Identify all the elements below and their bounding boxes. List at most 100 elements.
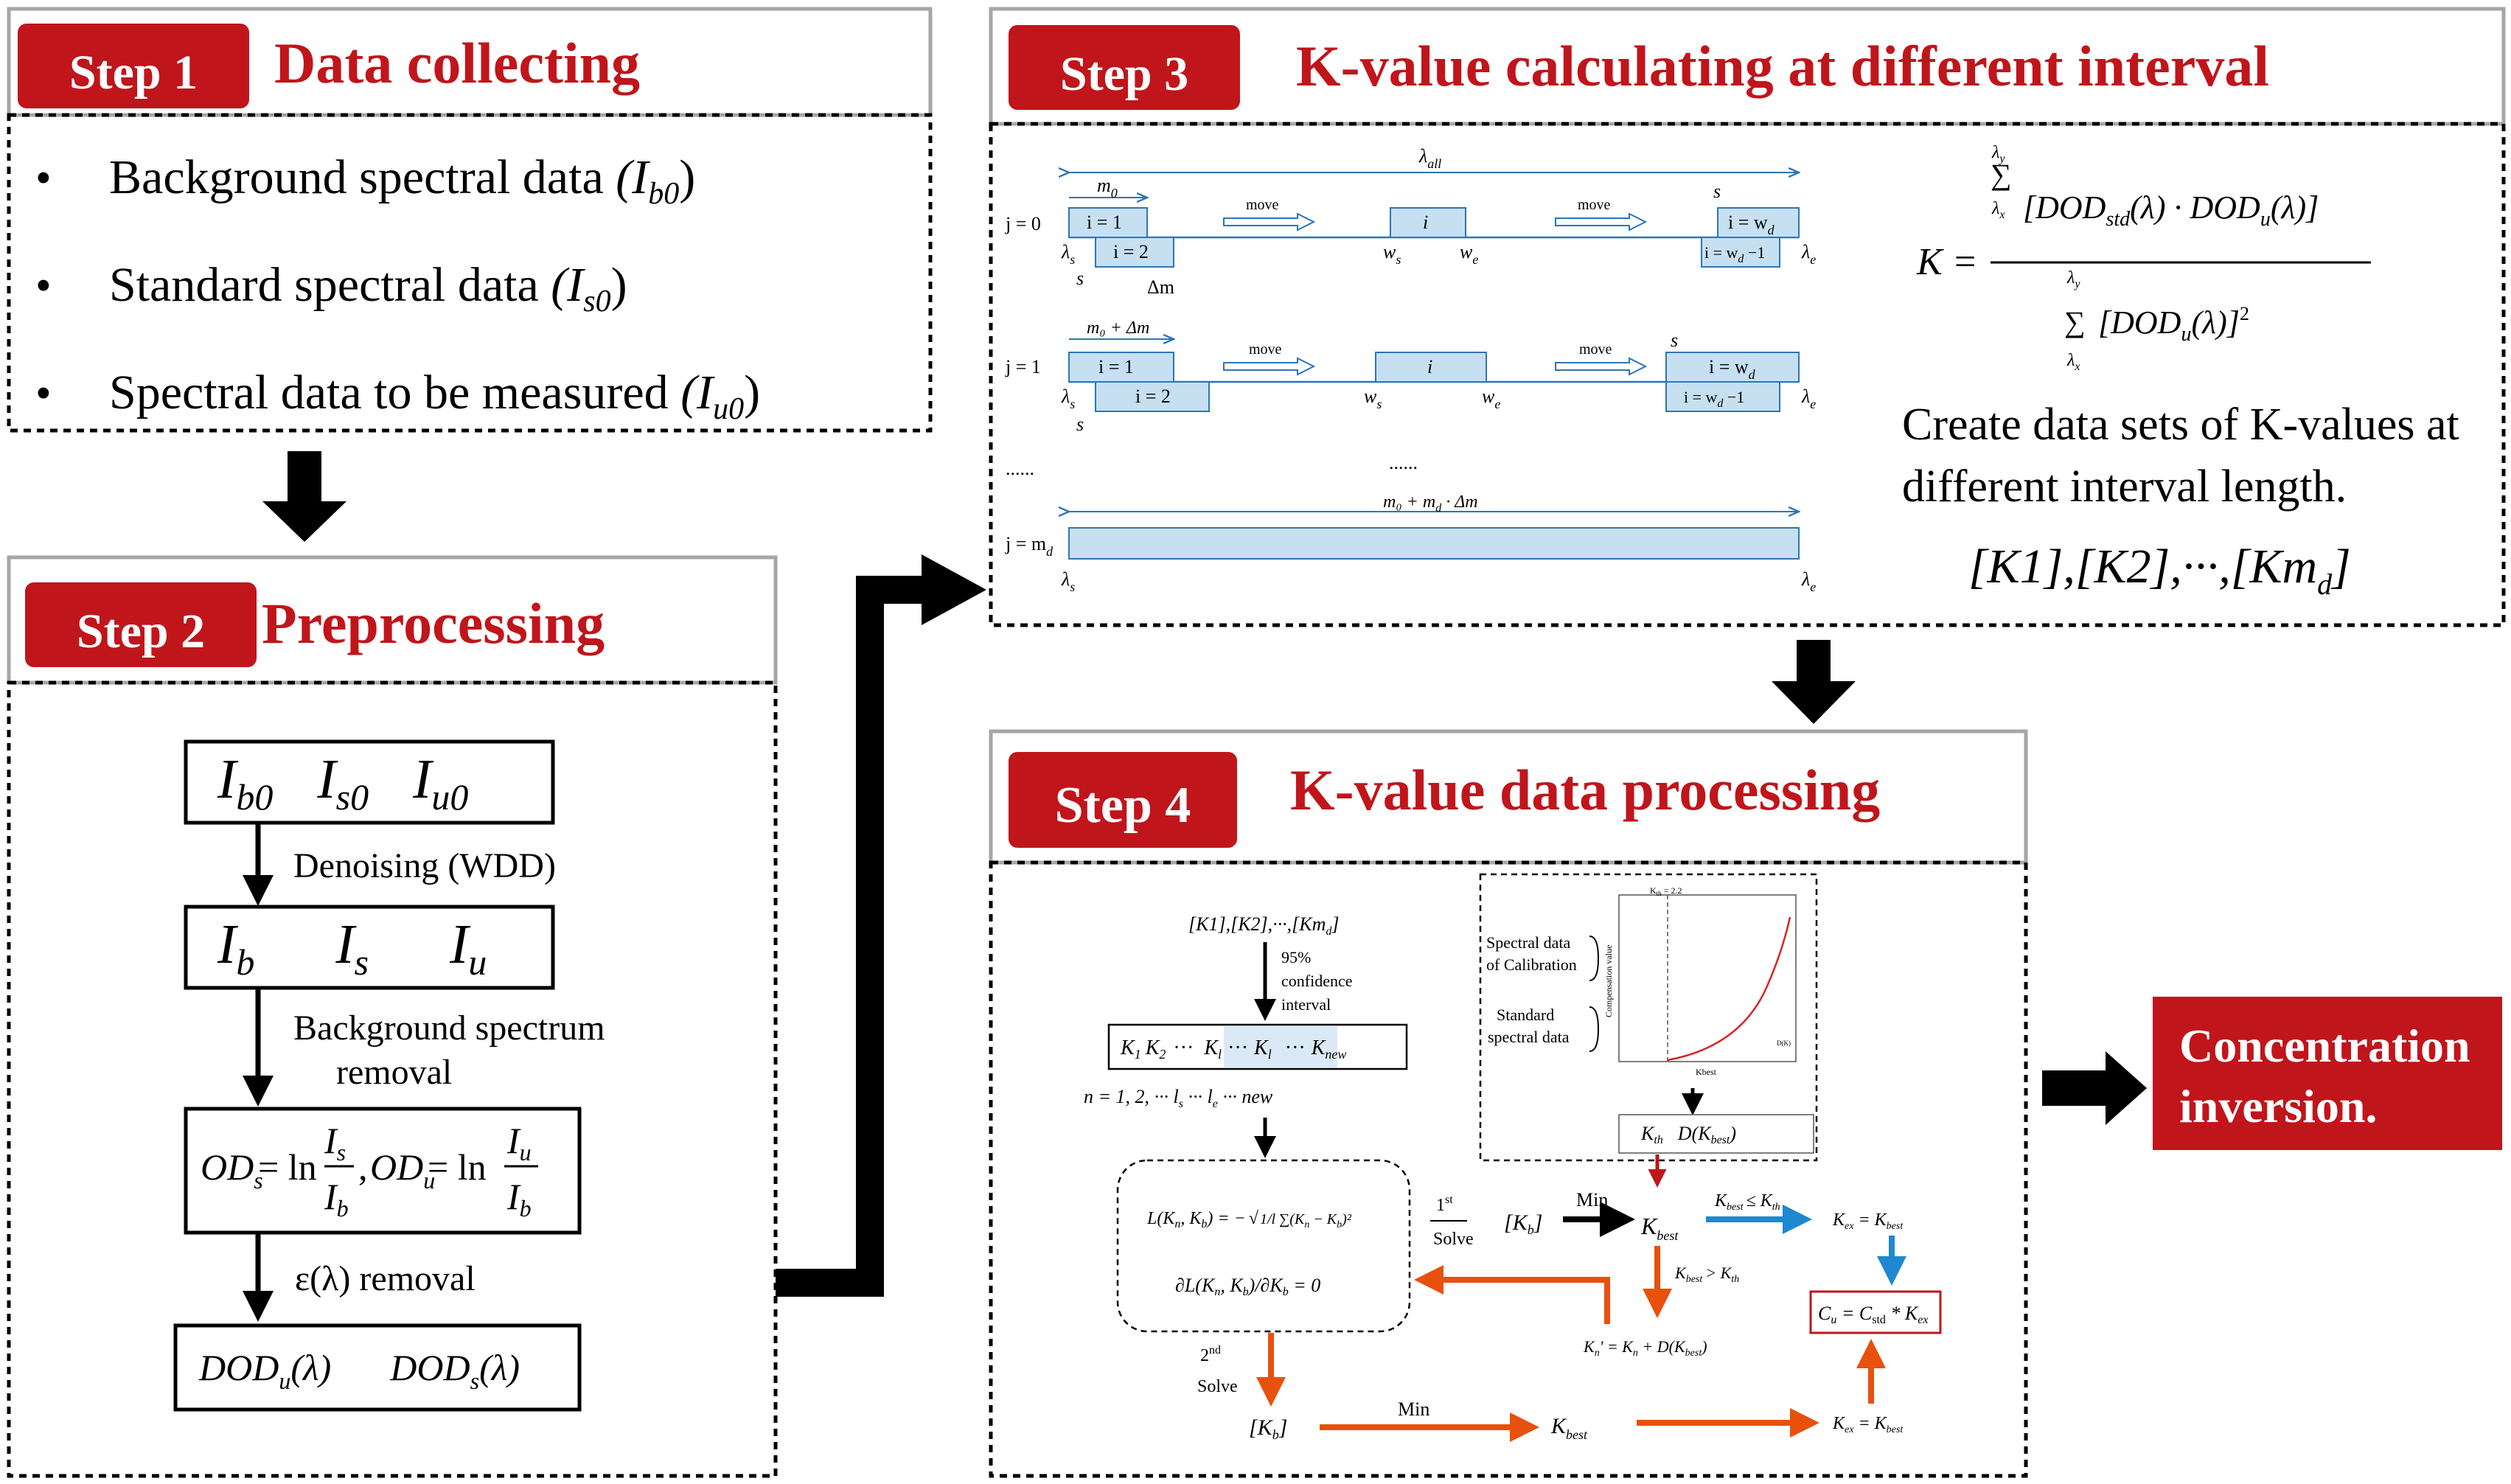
step2-badge [25,582,257,667]
step1-panel: Step 1 Data collecting • Background spec… [7,7,933,433]
svg-text:Standard: Standard [1497,1006,1554,1024]
svg-text:•: • [35,261,52,311]
step1-item-standard: • Standard spectral data (Is0) [35,258,627,318]
svg-text:λs: λs [1061,386,1075,411]
svg-text:move: move [1249,341,1282,358]
bg-removal-label-1: Background spectrum [293,1009,605,1048]
svg-text:m₀ + Δm: m₀ + Δm [1087,318,1149,338]
step4-body [989,860,2028,1478]
svg-text:λall: λall [1418,145,1441,171]
svg-text:∂L(Kn, Kb)/∂Kb = 0: ∂L(Kn, Kb)/∂Kb = 0 [1175,1275,1320,1298]
svg-text:m₀ + md · Δm: m₀ + md · Δm [1383,492,1478,515]
svg-text:j = md: j = md [1005,533,1053,559]
svg-text:Solve: Solve [1197,1377,1238,1396]
arrow-step3-step4 [1772,640,1856,724]
svg-text:of Calibration: of Calibration [1486,955,1577,974]
step2-badge-label: Step 2 [77,605,205,658]
k-formula: K = ∑ λy λx [DODstd(λ) · DODu(λ)] ∑ λy λ… [1916,143,2371,373]
bg-removal-label-2: removal [336,1053,452,1092]
svg-text:m0: m0 [1097,175,1118,201]
svg-text:ws: ws [1364,386,1382,411]
final-box: Concentration inversion. [2153,997,2502,1150]
step1-badge-label: Step 1 [69,46,198,100]
final-line-1: Concentration [2179,1020,2470,1072]
svg-text:λx: λx [1991,199,2005,221]
step4-panel: Step 4 K-value data processing [K1],[K2]… [989,729,2028,1478]
svg-text:λe: λe [1801,241,1816,267]
svg-text:λs: λs [1061,241,1075,267]
svg-text:i = 1: i = 1 [1087,212,1122,233]
step1-item-background: • Background spectral data (Ib0) [35,150,695,211]
step2-body [7,680,778,1478]
svg-text:λy: λy [1991,143,2005,165]
svg-text:move: move [1579,341,1612,358]
svg-text:Spectral data to be measured (: Spectral data to be measured (Iu0) [109,366,760,426]
svg-text:1st: 1st [1436,1194,1453,1215]
svg-text:[Kb]: [Kb] [1249,1415,1287,1442]
arrow-step1-step2 [262,451,346,542]
svg-text:λy: λy [2066,268,2080,290]
denoise-label: Denoising (WDD) [293,846,556,885]
arrow-step2-step3 [776,576,926,1297]
concentration-inversion [2153,997,2502,1150]
svg-text:interval: interval [1281,995,1331,1014]
svg-text:Ib: Ib [506,1176,532,1222]
svg-text:2nd: 2nd [1200,1344,1221,1365]
svg-text:Is: Is [324,1120,346,1166]
step1-title: Data collecting [274,31,640,95]
svg-text:move: move [1246,197,1279,213]
svg-text:= ln: = ln [258,1146,317,1188]
svg-text:s: s [1713,181,1721,202]
svg-text:Kex = Kbest: Kex = Kbest [1832,1210,1904,1232]
svg-text:s: s [1076,414,1084,435]
interval-diagram: λall m0 j = 0 i = 1 i = 2 i i = wd i = w… [1005,145,1816,594]
svg-text:i = 1: i = 1 [1098,356,1134,377]
svg-text:Solve: Solve [1433,1230,1474,1249]
svg-text:Min: Min [1398,1398,1429,1420]
svg-text:∑: ∑ [1991,158,2012,191]
svg-text:move: move [1578,197,1611,213]
svg-text:Kbest: Kbest [1696,1067,1717,1077]
svg-text:i = 2: i = 2 [1113,241,1149,262]
eps-removal-label: ε(λ) removal [295,1259,476,1298]
svg-text:Kbest: Kbest [1550,1414,1588,1442]
svg-text:i = wd −1: i = wd −1 [1704,243,1765,265]
final-line-2: inversion. [2179,1080,2377,1132]
step1-body [7,113,933,433]
svg-text:Iu: Iu [506,1120,532,1166]
svg-text:λx: λx [2066,351,2080,373]
svg-text:K =: K = [1916,241,1978,283]
step4-badge-label: Step 4 [1055,777,1191,834]
svg-text:Kth = 2.2: Kth = 2.2 [1650,885,1682,897]
step3-badge [1009,25,1240,110]
denoised-box [184,905,555,990]
svg-text:Kbest: Kbest [1640,1213,1679,1243]
svg-text:i: i [1427,356,1432,377]
svg-text:Kbest> Kth: Kbest> Kth [1674,1264,1739,1285]
svg-text:Ib: Ib [324,1176,349,1222]
svg-text:ODs: ODs [201,1146,263,1194]
svg-text:n = 1, 2, ··· ls ···: n = 1, 2, ··· ls ··· le ··· new [1084,1086,1273,1110]
svg-text:Background spectral data (Ib0): Background spectral data (Ib0) [109,150,695,211]
svg-text:Δm: Δm [1147,276,1174,298]
svg-text:j = 0: j = 0 [1005,213,1041,234]
svg-text:D(K): D(K) [1777,1039,1791,1047]
svg-text:......: ...... [1389,452,1418,473]
svg-text:95%: 95% [1281,948,1311,966]
svg-text:Standard spectral data (Is0): Standard spectral data (Is0) [109,258,627,318]
svg-text:•: • [35,153,52,203]
svg-text:j = 1: j = 1 [1005,356,1041,377]
svg-text:λe: λe [1801,568,1816,594]
svg-text:Kex = Kbest: Kex = Kbest [1832,1414,1904,1435]
svg-text:Compensation value: Compensation value [1603,945,1614,1017]
step2-title: Preprocessing [262,591,605,655]
step1-item-measured: • Spectral data to be measured (Iu0) [35,366,760,426]
od-formula: ODs = ln Is Ib , ODu = ln Iu Ib [201,1120,538,1222]
svg-text:,: , [358,1146,368,1188]
svg-text:i = wd −1: i = wd −1 [1684,388,1744,410]
svg-text:DODu(λ)DODs(λ): DODu(λ)DODs(λ) [198,1347,520,1394]
